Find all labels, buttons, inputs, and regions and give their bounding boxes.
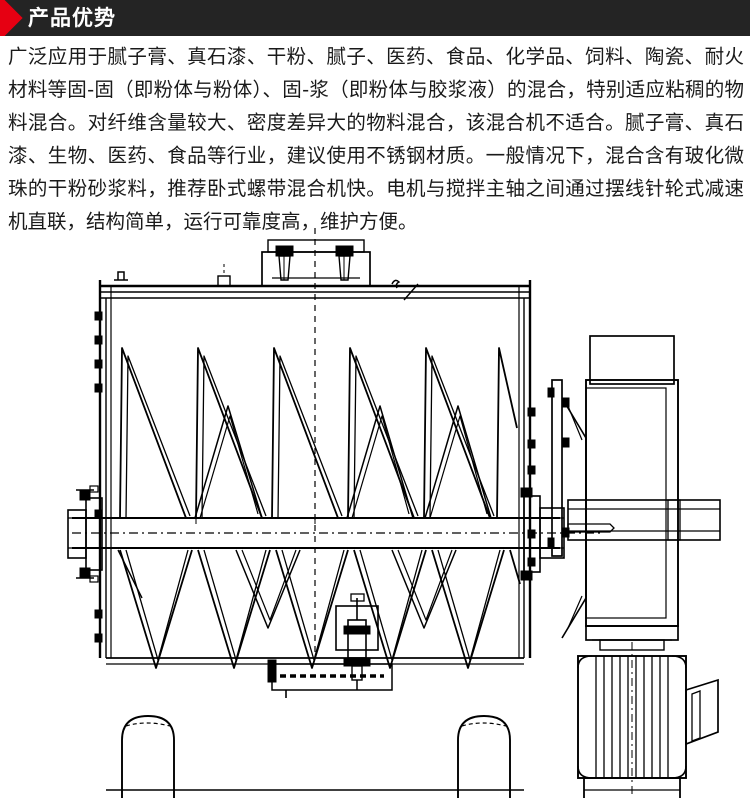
bearing-housing-left [67,485,103,583]
discharge-valve [267,593,393,698]
red-arrow-icon [0,0,23,36]
main-shaft [72,517,600,549]
electric-motor [577,642,719,798]
bearing-housing-right [520,487,565,581]
description-paragraph: 广泛应用于腻子膏、真石漆、干粉、腻子、医药、食品、化学品、饲料、陶瓷、耐火材料等… [8,45,744,233]
inlet-port [258,239,374,287]
gear-reducer [547,335,721,651]
technical-drawing [0,228,750,798]
ribbon-agitator [119,347,518,524]
mixing-vessel [94,264,536,659]
page-title: 产品优势 [28,6,116,30]
support-leg-left [121,715,175,798]
support-leg-right [457,715,511,798]
section-header: 产品优势 [0,0,750,36]
ribbon-agitator-lower [117,549,521,669]
